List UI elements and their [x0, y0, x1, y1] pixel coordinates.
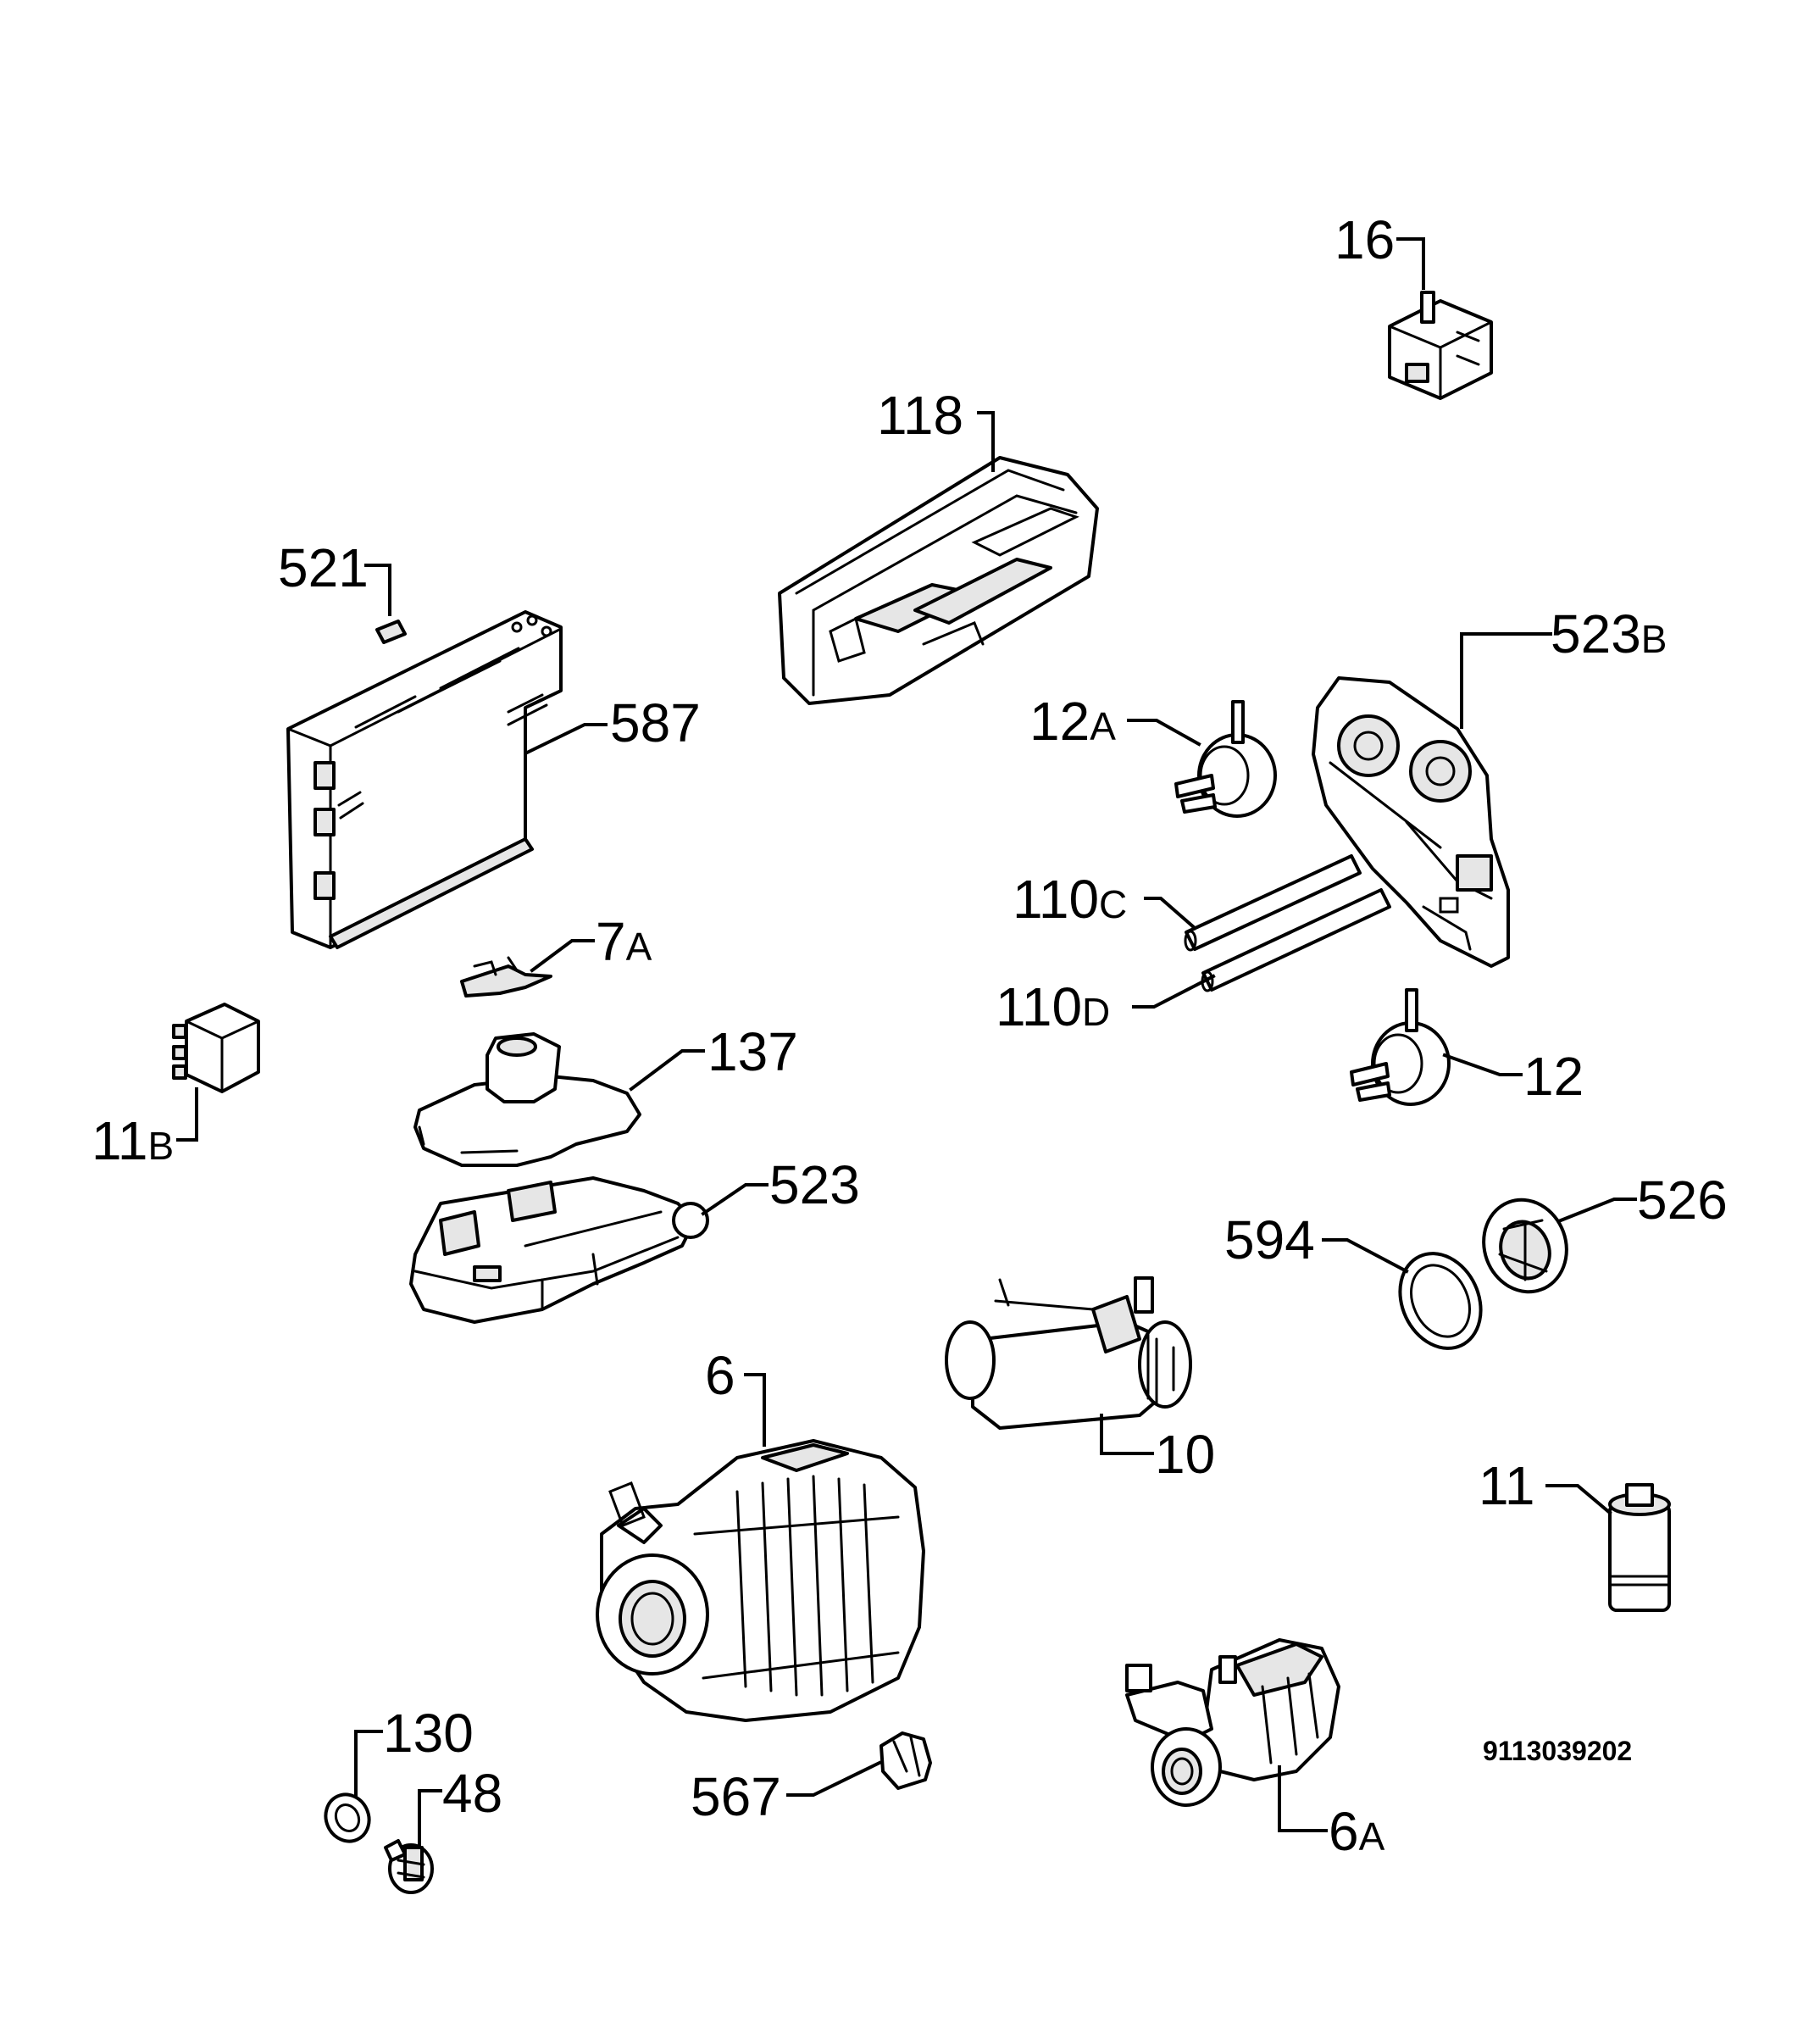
document-number: 9113039202: [1483, 1736, 1632, 1766]
label-110c-suffix: C: [1099, 882, 1127, 926]
leader-130: [354, 1730, 383, 1797]
label-7a-main: 7: [596, 911, 626, 972]
label-11b-main: 11: [92, 1110, 147, 1171]
part-11b-relay: [172, 1003, 260, 1093]
label-523b: 523B: [1551, 603, 1667, 664]
leader-6a: [1278, 1765, 1328, 1832]
leader-10: [1100, 1414, 1154, 1455]
leader-110c: [1144, 897, 1197, 931]
leader-12a: [1127, 719, 1201, 747]
label-567: 567: [691, 1766, 781, 1827]
label-12: 12: [1523, 1046, 1584, 1107]
label-526: 526: [1637, 1170, 1728, 1231]
part-567-clip: [879, 1731, 932, 1790]
label-523b-main: 523: [1551, 603, 1641, 664]
label-7a-suffix: A: [626, 925, 652, 969]
label-130: 130: [383, 1703, 474, 1764]
part-523b-bracket: [1312, 676, 1510, 968]
part-10-heater: [945, 1276, 1192, 1430]
label-11b: 11B: [92, 1110, 174, 1171]
part-12-pressure-switch: [1350, 988, 1451, 1106]
part-118-dispenser: [778, 456, 1099, 705]
leader-523b: [1460, 632, 1552, 729]
part-587-control-module: [286, 610, 563, 949]
leader-118: [977, 411, 995, 472]
part-12a-pressure-switch: [1174, 700, 1277, 818]
part-521-block: [375, 620, 407, 644]
label-6a: 6A: [1329, 1801, 1385, 1862]
leader-11: [1545, 1484, 1612, 1515]
label-587: 587: [610, 692, 701, 753]
leader-11b: [176, 1087, 198, 1142]
leader-16: [1396, 237, 1425, 290]
label-118: 118: [877, 385, 963, 446]
leader-lines: [176, 237, 1637, 1848]
part-130-washer: [324, 1792, 371, 1843]
part-523-sump-base: [409, 1176, 709, 1324]
label-12a-main: 12: [1029, 691, 1090, 752]
label-6a-main: 6: [1329, 1801, 1359, 1862]
part-48-screw: [384, 1839, 434, 1894]
label-6: 6: [705, 1345, 735, 1406]
callout-labels: 16 118 521 587 523B 12A 110C 110D 7A 137…: [92, 209, 1728, 1862]
label-110d-main: 110: [996, 976, 1082, 1037]
part-16-switch: [1388, 291, 1493, 400]
part-11-capacitor: [1608, 1483, 1671, 1612]
leader-137: [629, 1049, 705, 1092]
label-16: 16: [1334, 209, 1395, 270]
label-110d: 110D: [996, 976, 1110, 1037]
label-11: 11: [1479, 1455, 1534, 1516]
part-137-cover: [413, 1032, 641, 1167]
leader-521: [364, 564, 391, 616]
part-6-circulation-pump: [596, 1439, 925, 1722]
part-7a-clip: [460, 956, 552, 998]
leader-6: [744, 1373, 766, 1447]
leader-526: [1558, 1198, 1637, 1223]
leader-523: [701, 1183, 769, 1216]
label-110d-suffix: D: [1082, 990, 1110, 1034]
label-10: 10: [1155, 1424, 1215, 1485]
part-526-fan-cap: [1482, 1198, 1568, 1294]
part-6a-drain-pump: [1125, 1638, 1340, 1807]
leader-110d: [1132, 974, 1216, 1009]
leader-587: [524, 723, 608, 755]
label-523b-suffix: B: [1641, 617, 1667, 661]
label-6a-suffix: A: [1359, 1814, 1385, 1859]
label-137: 137: [707, 1021, 798, 1082]
label-11b-suffix: B: [147, 1124, 174, 1168]
leader-48: [418, 1789, 442, 1848]
label-521: 521: [278, 537, 369, 598]
leader-12: [1442, 1053, 1523, 1076]
label-594: 594: [1224, 1209, 1315, 1270]
label-7a: 7A: [596, 911, 652, 972]
leader-594: [1322, 1238, 1409, 1274]
label-110c-main: 110: [1013, 869, 1099, 930]
part-110d-hose: [1201, 888, 1391, 992]
label-12a: 12A: [1029, 691, 1116, 752]
leader-567: [786, 1760, 882, 1797]
label-48: 48: [442, 1763, 502, 1824]
part-110c-hose: [1184, 854, 1362, 952]
leader-7a: [530, 939, 595, 973]
label-110c: 110C: [1013, 869, 1127, 930]
label-12a-suffix: A: [1090, 704, 1116, 748]
label-523: 523: [769, 1154, 860, 1215]
part-594-seal-ring: [1398, 1252, 1483, 1350]
